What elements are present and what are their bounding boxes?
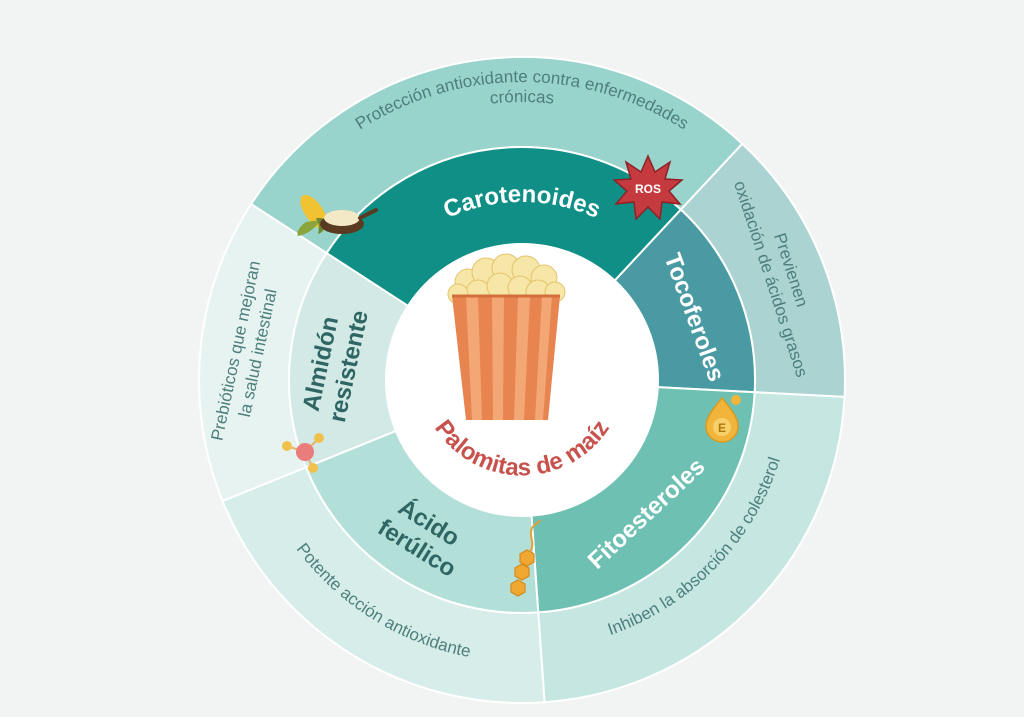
ros-label: ROS bbox=[635, 182, 661, 196]
corn-starch-icon bbox=[297, 194, 378, 236]
molecule-icon bbox=[282, 433, 324, 473]
ros-burst-icon: ROS bbox=[612, 154, 684, 221]
outer-ring bbox=[198, 56, 846, 704]
vitamin-e-label: E bbox=[718, 421, 726, 435]
popcorn-box-icon bbox=[447, 253, 566, 420]
vitamin-e-drop-icon: E bbox=[705, 395, 741, 443]
inner-ring bbox=[288, 146, 756, 614]
inner-segment-acido-ferulico bbox=[304, 429, 540, 614]
inner-segment-fitoesteroles bbox=[530, 386, 756, 614]
sterol-molecule-icon bbox=[510, 519, 541, 597]
benefit-label-carotenoides-line-2: crónicas bbox=[489, 87, 555, 108]
